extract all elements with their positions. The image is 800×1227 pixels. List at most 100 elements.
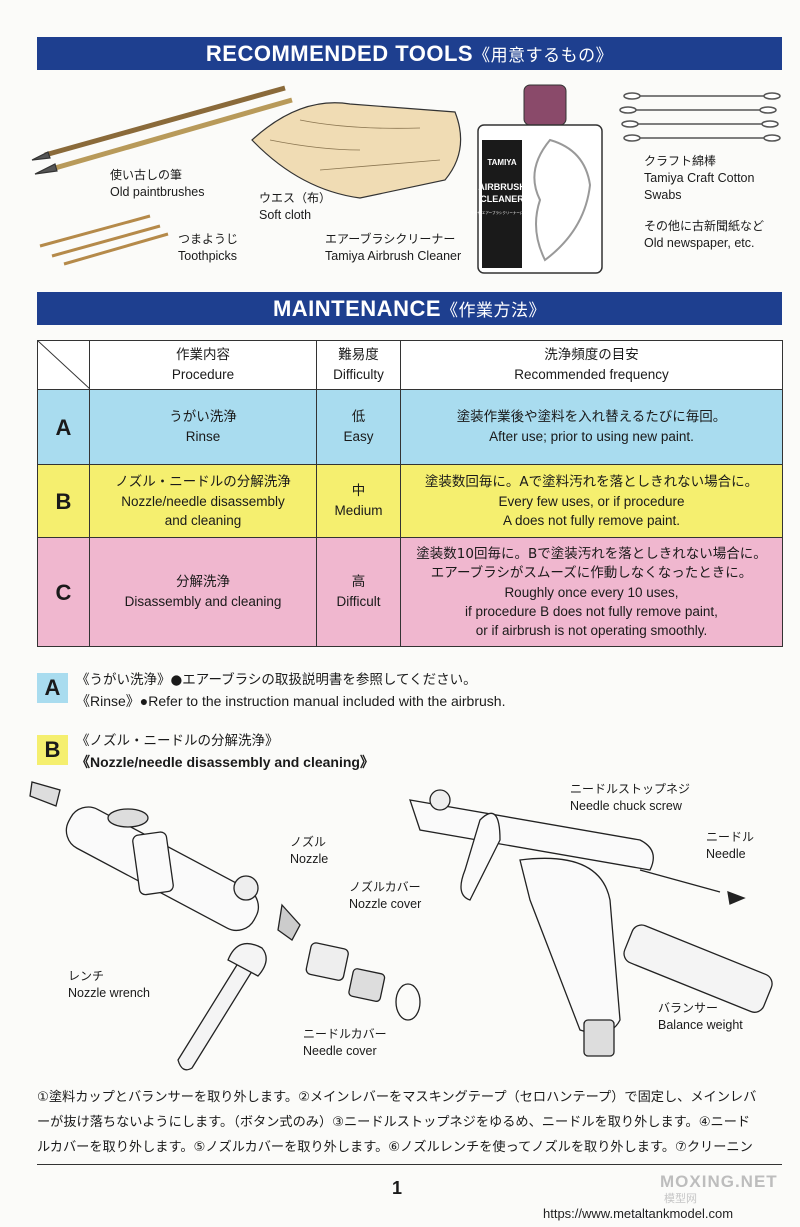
label-nozzle: ノズル Nozzle [290,834,328,868]
tool-en: Tamiya Craft Cotton [644,171,755,185]
bottle-brand: TAMIYA [487,158,517,167]
instructions-line: ルカバーを取り外します。⑤ノズルカバーを取り外します。⑥ノズルレンチを使ってノズ… [37,1140,753,1155]
header-difficulty-en: Difficulty [333,367,384,382]
header-procedure-en: Procedure [171,367,235,382]
row-frequency-en-2: A does not fully remove paint. [502,512,681,528]
watermark-sub: 模型网 [664,1192,697,1205]
section-b-jp-title: 《ノズル・ニードルの分解洗浄》 [76,733,279,749]
row-difficulty-en: Medium [334,503,383,518]
instructions-line: ーが抜け落ちないようにします。（ボタン式のみ）③ニードルストップネジをゆるめ、ニ… [37,1115,751,1130]
label-needle: ニードル Needle [706,829,754,863]
table-row: C 分解洗浄 Disassembly and cleaning 高 Diffic… [37,537,783,647]
maintenance-table: 作業内容 Procedure 難易度 Difficulty 洗浄頻度の目安 Re… [37,340,783,647]
bottle-line1: AIRBRUSH [478,182,526,192]
tool-label-cloth: ウエス（布） Soft cloth [259,190,331,224]
source-url: https://www.metaltankmodel.com [543,1206,734,1221]
label-nozzle-jp: ノズル [290,835,327,849]
label-needle-en: Needle [706,847,746,861]
row-frequency-jp: 塗装作業後や塗料を入れ替えるたびに毎回。 [456,409,727,425]
label-wrench: レンチ Nozzle wrench [68,968,150,1002]
balance-weight-icon [623,924,773,1013]
header-frequency-jp: 洗浄頻度の目安 [544,347,639,363]
label-needle-chuck: ニードルストップネジ Needle chuck screw [570,781,690,815]
section-a-text: 《うがい洗浄》●エアーブラシの取扱説明書を参照してください。 《Rinse》●R… [76,670,776,712]
section-a-letter: A [37,673,68,703]
corner-diagonal [38,341,90,389]
label-needle-cover-en: Needle cover [303,1044,377,1058]
bullet-icon: ● [170,672,183,688]
label-wrench-jp: レンチ [68,969,105,983]
maintenance-banner-jp: 《作業方法》 [441,301,547,321]
needle-cover-icon [348,968,421,1021]
section-a-en-text: Refer to the instruction manual included… [148,693,506,709]
row-procedure-en: Nozzle/needle disassembly [121,493,285,509]
row-procedure: ノズル・ニードルの分解洗浄 Nozzle/needle disassembly … [89,464,317,538]
row-procedure-en: Disassembly and cleaning [124,594,282,609]
row-frequency: 塗装作業後や塗料を入れ替えるたびに毎回。 After use; prior to… [400,389,783,465]
maintenance-banner: MAINTENANCE《作業方法》 [37,292,782,325]
tool-label-cleaner: エアーブラシクリーナー Tamiya Airbrush Cleaner [325,231,461,265]
label-nozzle-cover-jp: ノズルカバー [349,880,421,894]
cotton-swab-icon [619,92,781,142]
row-procedure-jp: 分解洗浄 [176,574,230,590]
label-wrench-en: Nozzle wrench [68,986,150,1000]
tool-en: Tamiya Airbrush Cleaner [325,249,462,263]
airbrush-left-icon [29,781,301,941]
tool-en: Old newspaper, etc. [644,236,755,250]
row-frequency-jp: 塗装数10回毎に。Bで塗装汚れを落としきれない場合に。 [416,545,767,562]
table-row: A うがい洗浄 Rinse 低 Easy 塗装作業後や塗料を入れ替えるたびに毎回… [37,389,783,465]
row-procedure-jp: ノズル・ニードルの分解洗浄 [115,473,291,490]
bullet-icon: ● [139,693,149,709]
row-frequency-en-3: or if airbrush is not operating smoothly… [475,622,708,638]
table-header-row: 作業内容 Procedure 難易度 Difficulty 洗浄頻度の目安 Re… [37,340,783,390]
maintenance-banner-title: MAINTENANCE [272,296,442,321]
row-difficulty: 低 Easy [316,389,401,465]
header-difficulty: 難易度 Difficulty [316,340,401,390]
label-nozzle-cover-en: Nozzle cover [349,897,422,911]
wrench-icon [177,942,267,1071]
footer-divider [37,1164,782,1165]
section-b-letter: B [37,735,68,765]
tool-en-2: Swabs [644,188,682,202]
row-difficulty-en: Difficult [336,594,381,609]
label-needle-jp: ニードル [706,830,755,844]
cloth-icon [251,102,462,199]
label-balance-en: Balance weight [658,1018,743,1032]
section-a-jp-text: エアーブラシの取扱説明書を参照してください。 [182,672,477,688]
row-difficulty-jp: 低 [351,409,366,425]
nozzle-cover-icon [305,942,349,981]
row-frequency-en: Every few uses, or if procedure [498,493,685,509]
row-procedure-en-2: and cleaning [164,512,242,528]
tool-en: Toothpicks [178,249,238,263]
label-balance-jp: バランサー [658,1001,719,1015]
section-a-en-title: 《Rinse》 [76,693,140,709]
row-frequency-jp: 塗装数回毎に。Aで塗料汚れを落としきれない場合に。 [424,473,759,490]
row-frequency: 塗装数回毎に。Aで塗料汚れを落としきれない場合に。 Every few uses… [400,464,783,538]
tool-label-newspaper: その他に古新聞紙など Old newspaper, etc. [644,218,764,252]
cleaner-bottle-icon [477,84,603,274]
row-difficulty-jp: 高 [351,574,366,590]
row-frequency-en-2: if procedure B does not fully remove pai… [465,603,718,619]
tool-jp: 使い古しの筆 [110,168,183,182]
tool-jp: ウエス（布） [259,191,332,205]
label-nozzle-en: Nozzle [290,852,329,866]
row-difficulty-jp: 中 [351,483,366,499]
row-letter: C [37,537,90,647]
row-letter: A [37,389,90,465]
tool-en: Soft cloth [259,208,312,222]
section-b-en-title: 《Nozzle/needle disassembly and cleaning》 [76,754,374,770]
label-needle-cover-jp: ニードルカバー [303,1027,387,1041]
row-frequency-en: Roughly once every 10 uses, [504,584,679,600]
row-difficulty: 高 Difficult [316,537,401,647]
section-b-text: 《ノズル・ニードルの分解洗浄》 《Nozzle/needle disassemb… [76,731,776,773]
row-letter: B [37,464,90,538]
row-procedure-en: Rinse [185,429,221,444]
label-needle-chuck-jp: ニードルストップネジ [570,782,691,796]
tool-label-swabs: クラフト綿棒 Tamiya Craft Cotton Swabs [644,153,754,204]
tool-label-paintbrushes: 使い古しの筆 Old paintbrushes [110,167,205,201]
tool-jp: クラフト綿棒 [644,154,717,168]
section-a-jp-title: 《うがい洗浄》 [76,672,171,688]
row-difficulty-en: Easy [343,429,374,444]
tools-banner: RECOMMENDED TOOLS《用意するもの》 [37,37,782,70]
